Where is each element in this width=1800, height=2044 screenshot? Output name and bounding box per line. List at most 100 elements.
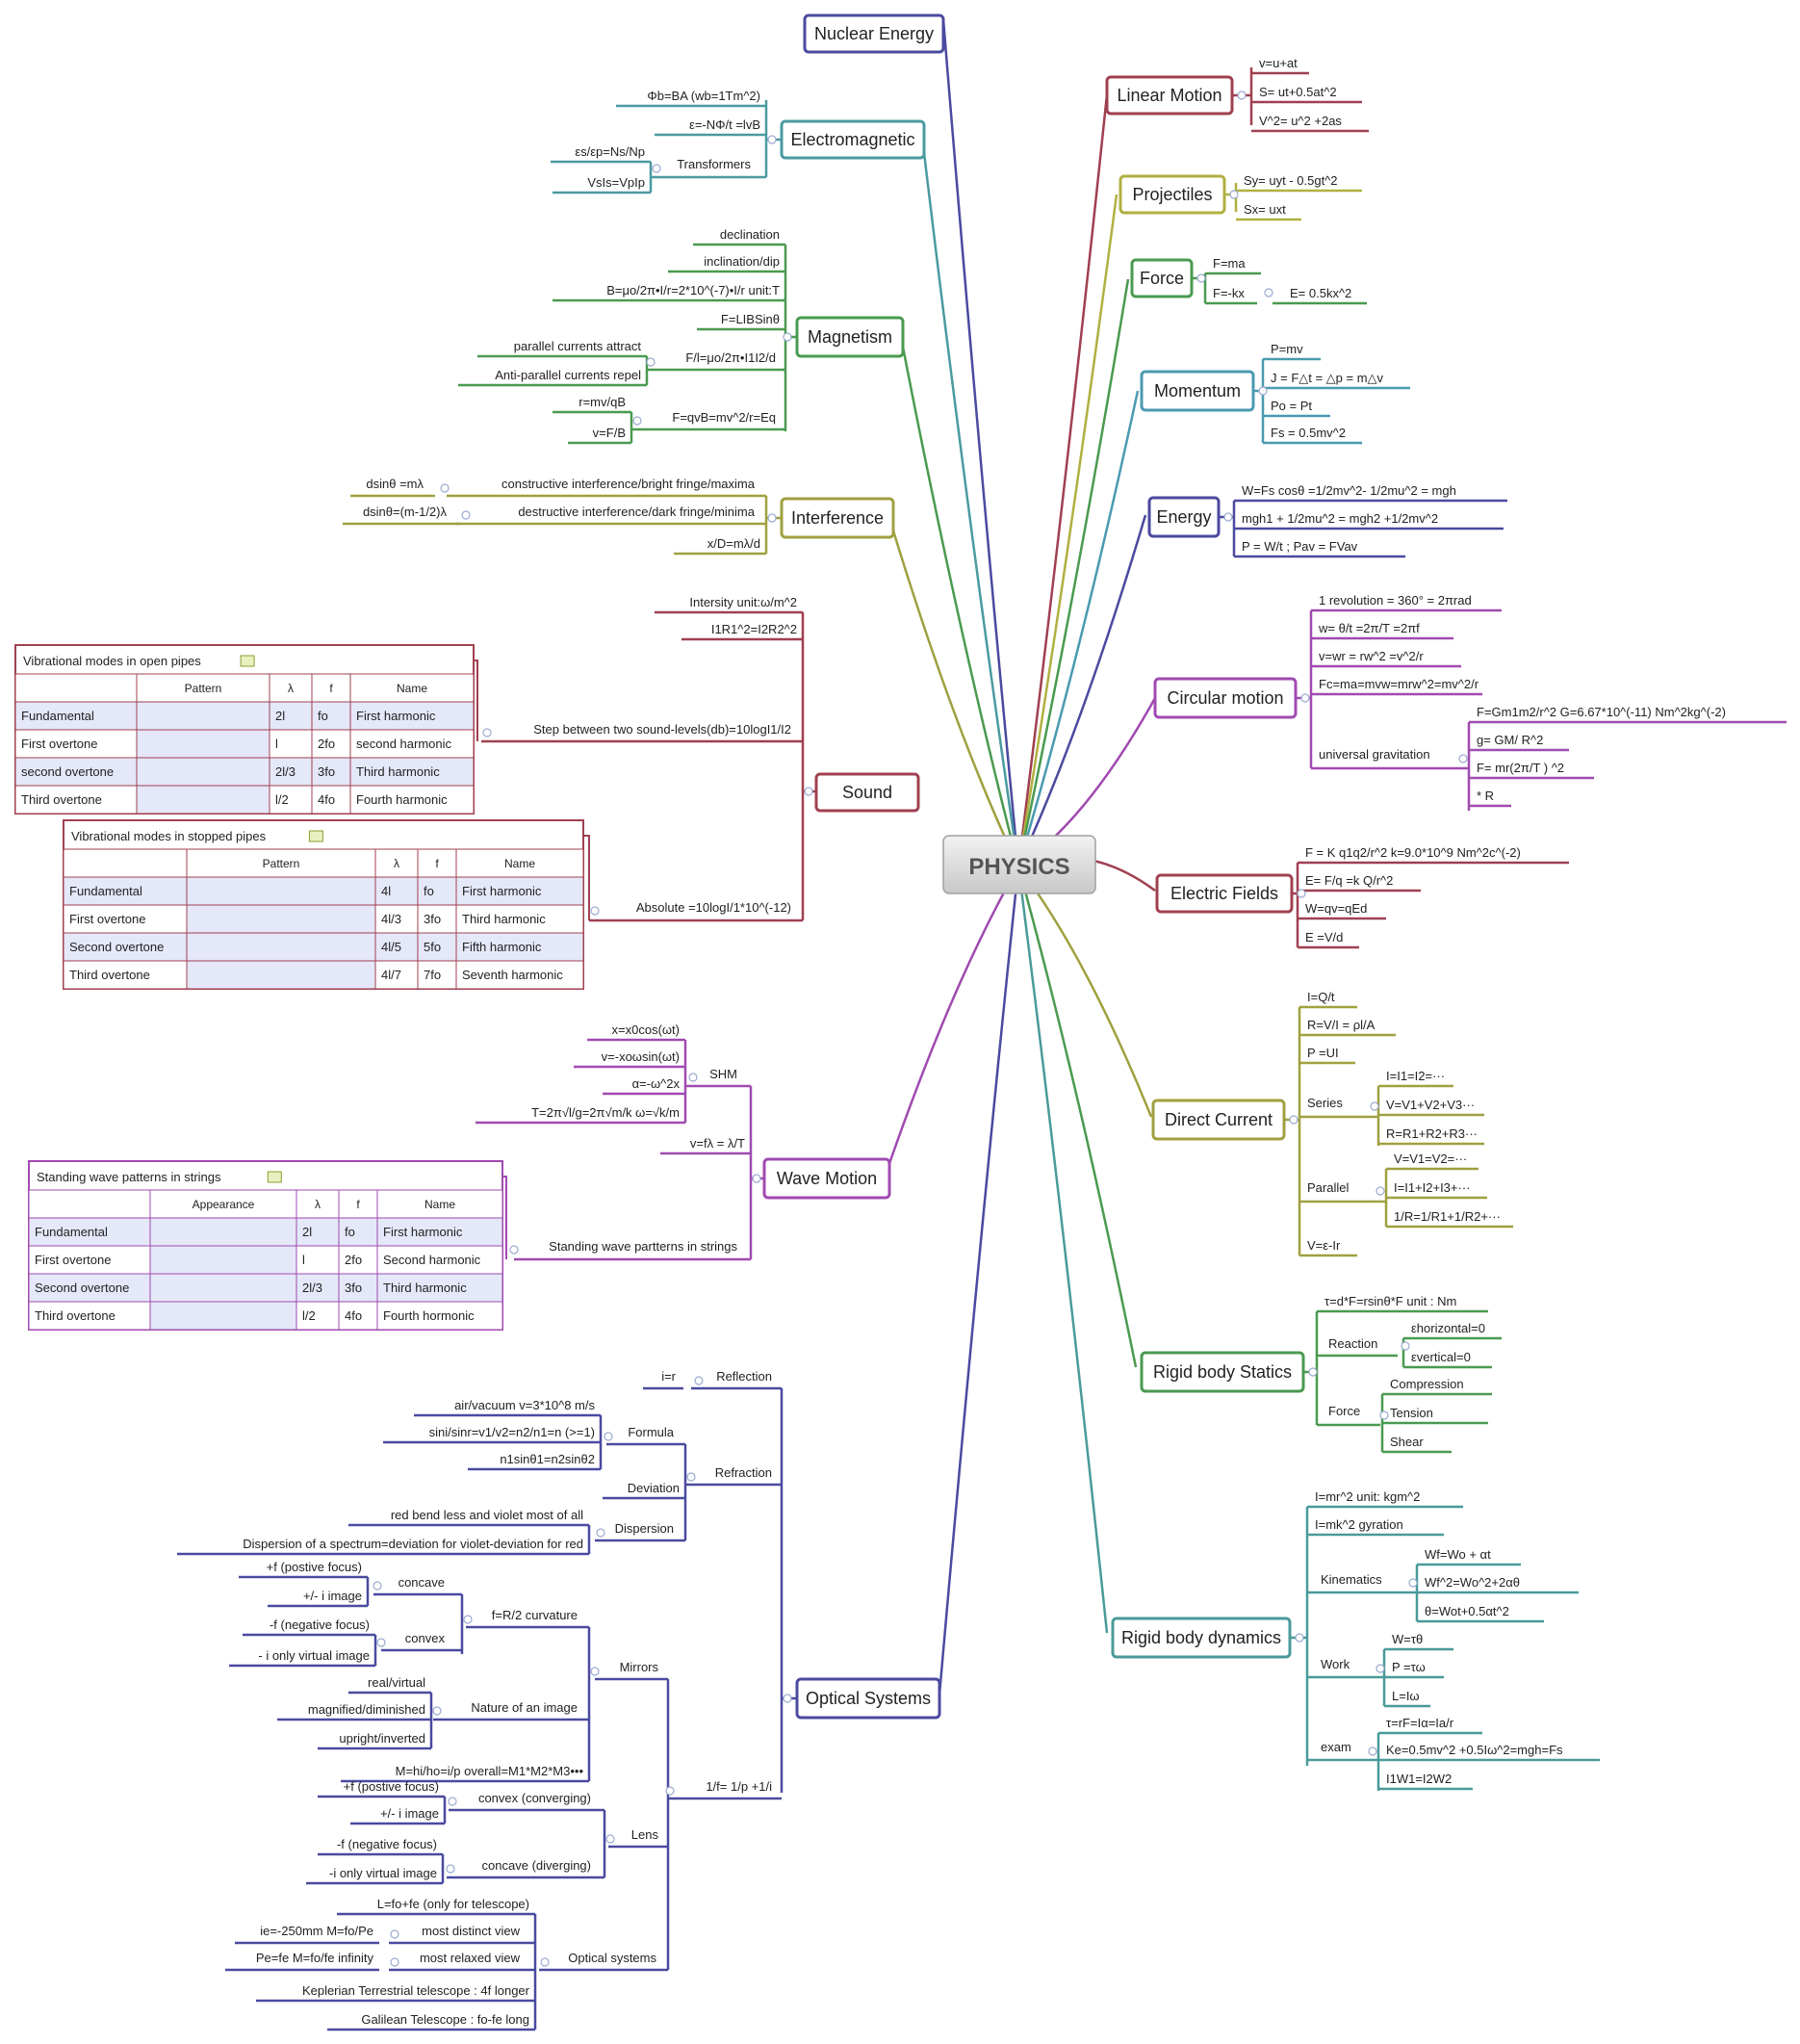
collapse-toggle-icon[interactable] xyxy=(1258,386,1268,396)
collapse-toggle-icon[interactable] xyxy=(1229,190,1239,199)
table-header-cell xyxy=(374,848,419,878)
circular-motion-node[interactable] xyxy=(1153,677,1298,719)
node-label: Lens xyxy=(631,1827,659,1842)
interference-node-label: Interference xyxy=(791,508,884,528)
momentum-node[interactable] xyxy=(1140,370,1255,412)
electromagnetic-node[interactable] xyxy=(780,119,926,160)
node-label: V=V1+V2+V3··· xyxy=(1386,1098,1475,1112)
node-label: M=hi/ho=i/p overall=M1*M2*M3••• xyxy=(396,1764,584,1778)
node-label: V=ε-Ir xyxy=(1307,1238,1341,1253)
collapse-toggle-icon[interactable] xyxy=(1223,512,1233,522)
collapse-toggle-icon[interactable] xyxy=(1264,288,1273,298)
collapse-toggle-icon[interactable] xyxy=(783,1694,792,1703)
collapse-toggle-icon[interactable] xyxy=(605,1834,615,1844)
collapse-toggle-icon[interactable] xyxy=(373,1581,382,1591)
collapse-toggle-icon[interactable] xyxy=(461,510,471,520)
collapse-toggle-icon[interactable] xyxy=(590,906,600,916)
collapse-toggle-icon[interactable] xyxy=(1289,1115,1299,1125)
collapse-toggle-icon[interactable] xyxy=(596,1528,605,1538)
node-label: convex (converging) xyxy=(478,1791,591,1805)
optical-systems-node[interactable] xyxy=(795,1677,941,1720)
table-cell-label: Third harmonic xyxy=(356,764,440,779)
collapse-toggle-icon[interactable] xyxy=(804,787,813,796)
table-cell-label: l xyxy=(302,1253,305,1267)
collapse-toggle-icon[interactable] xyxy=(1379,1410,1389,1420)
nuclear-energy-node[interactable] xyxy=(803,13,945,54)
collapse-toggle-icon[interactable] xyxy=(665,1786,675,1796)
linear-motion-node[interactable] xyxy=(1105,75,1234,116)
collapse-toggle-icon[interactable] xyxy=(767,135,777,144)
magnetism-node[interactable] xyxy=(795,316,905,358)
collapse-toggle-icon[interactable] xyxy=(432,1706,442,1716)
collapse-toggle-icon[interactable] xyxy=(1308,1367,1318,1377)
collapse-toggle-icon[interactable] xyxy=(646,357,656,367)
table-cell xyxy=(14,757,138,787)
node-label: J = F△t = △p = m△v xyxy=(1271,371,1384,385)
collapse-toggle-icon[interactable] xyxy=(1368,1746,1377,1756)
collapse-toggle-icon[interactable] xyxy=(1370,1101,1379,1111)
collapse-toggle-icon[interactable] xyxy=(604,1432,613,1441)
collapse-toggle-icon[interactable] xyxy=(1401,1341,1410,1351)
table-cell-label: Seventh harmonic xyxy=(462,968,563,982)
collapse-toggle-icon[interactable] xyxy=(694,1376,704,1385)
collapse-toggle-icon[interactable] xyxy=(1196,273,1206,283)
central-topic[interactable] xyxy=(942,835,1096,894)
force-node[interactable] xyxy=(1130,258,1194,298)
branch-spoke xyxy=(1016,93,1109,867)
collapse-toggle-icon[interactable] xyxy=(390,1957,399,1967)
collapse-toggle-icon[interactable] xyxy=(1295,1633,1304,1643)
table-cell-label: Third overtone xyxy=(69,968,150,982)
collapse-toggle-icon[interactable] xyxy=(688,1073,698,1082)
collapse-toggle-icon[interactable] xyxy=(463,1615,473,1624)
node-label: P=mv xyxy=(1271,342,1303,356)
wave-motion-node[interactable] xyxy=(762,1157,891,1200)
node-label: F=ma xyxy=(1213,256,1246,271)
node-label: 1/R=1/R1+1/R2+··· xyxy=(1394,1209,1501,1224)
collapse-toggle-icon[interactable] xyxy=(440,483,450,493)
collapse-toggle-icon[interactable] xyxy=(652,164,661,173)
sound-node[interactable] xyxy=(814,772,920,813)
leaf-lines xyxy=(177,67,1787,2031)
energy-node[interactable] xyxy=(1147,496,1221,538)
rigid-body-dynamics-node[interactable] xyxy=(1111,1617,1292,1659)
collapse-toggle-icon[interactable] xyxy=(783,332,792,342)
collapse-toggle-icon[interactable] xyxy=(686,1472,696,1482)
collapse-toggle-icon[interactable] xyxy=(1376,1664,1385,1673)
node-label: Reflection xyxy=(716,1369,772,1384)
collapse-toggle-icon[interactable] xyxy=(1297,889,1306,898)
rigid-body-statics-node[interactable] xyxy=(1140,1351,1305,1393)
node-label: concave (diverging) xyxy=(482,1858,591,1873)
collapse-toggle-icon[interactable] xyxy=(1458,754,1468,763)
collapse-toggle-icon[interactable] xyxy=(1300,693,1310,703)
table-cell xyxy=(311,757,351,787)
table-chart-icon xyxy=(308,830,323,842)
collapse-toggle-icon[interactable] xyxy=(752,1174,761,1183)
node-label: declination xyxy=(720,227,780,242)
collapse-toggle-icon[interactable] xyxy=(1237,91,1247,100)
collapse-toggle-icon[interactable] xyxy=(376,1638,386,1647)
collapse-toggle-icon[interactable] xyxy=(1376,1186,1385,1196)
table-cell xyxy=(376,1245,503,1275)
collapse-toggle-icon[interactable] xyxy=(1408,1578,1418,1588)
table-title: Standing wave patterns in strings xyxy=(37,1170,221,1184)
table-cell-label: 2l xyxy=(302,1225,312,1239)
direct-current-node[interactable] xyxy=(1151,1099,1286,1141)
collapse-toggle-icon[interactable] xyxy=(632,416,642,426)
collapse-toggle-icon[interactable] xyxy=(509,1245,519,1255)
collapse-toggle-icon[interactable] xyxy=(767,513,777,523)
interference-node[interactable] xyxy=(780,497,895,539)
collapse-toggle-icon[interactable] xyxy=(446,1864,455,1874)
collapse-toggle-icon[interactable] xyxy=(540,1957,550,1967)
projectiles-node[interactable] xyxy=(1119,174,1226,215)
table-cell xyxy=(269,701,313,731)
collapse-toggle-icon[interactable] xyxy=(448,1797,457,1806)
collapse-toggle-icon[interactable] xyxy=(590,1667,600,1676)
collapse-toggle-icon[interactable] xyxy=(390,1929,399,1939)
collapse-toggle-icon[interactable] xyxy=(482,728,492,737)
node-label: concave xyxy=(399,1575,445,1590)
electric-fields-node[interactable] xyxy=(1155,873,1294,914)
table-cell-label: l xyxy=(275,737,278,751)
table-cell-label: First harmonic xyxy=(462,884,542,898)
projectiles-node-label: Projectiles xyxy=(1132,185,1212,204)
table-cell-label: First harmonic xyxy=(383,1225,463,1239)
